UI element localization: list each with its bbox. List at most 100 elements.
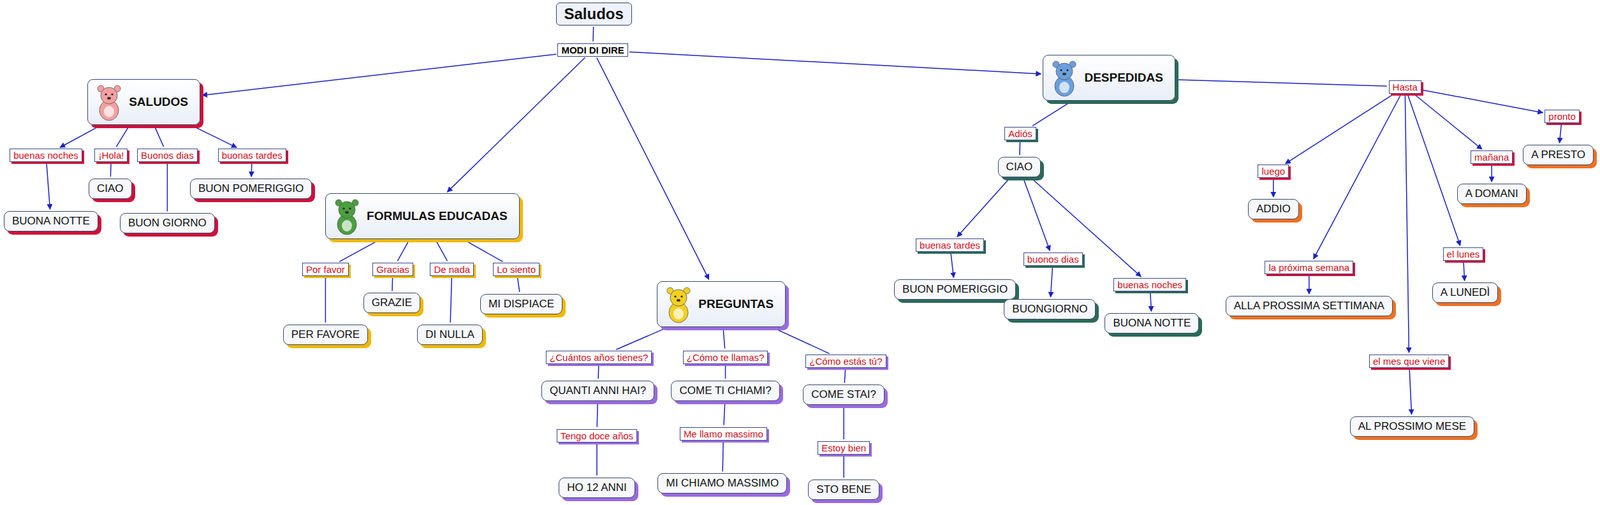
node-label: FORMULAS EDUCADAS	[366, 193, 508, 239]
connector	[629, 51, 1042, 74]
node-label: pronto	[1548, 110, 1576, 122]
linking-phrase: ¡Hola!	[94, 148, 128, 162]
linking-phrase: el lunes	[1443, 247, 1484, 261]
node-label: Buonos dias	[140, 149, 194, 161]
connector	[1285, 94, 1395, 164]
concept-box: SALUDOS	[87, 79, 201, 125]
node-label: buenas tardes	[919, 239, 981, 251]
node-label: HO 12 ANNI	[566, 481, 627, 495]
node-label: A DOMANI	[1465, 187, 1519, 201]
node-label: BUON POMERIGGIO	[198, 182, 304, 196]
concept-box: A PRESTO	[1522, 144, 1594, 166]
concept-box: DESPEDIDAS	[1042, 54, 1176, 101]
linking-phrase: ¿Cómo te llamas?	[682, 350, 769, 365]
connector	[1404, 95, 1409, 353]
concept-box: CIAO	[998, 156, 1042, 178]
concept-box: COME STAI?	[802, 384, 885, 405]
node-label: COME TI CHIAMI?	[679, 384, 771, 398]
concept-box: MI DISPIACE	[480, 293, 563, 315]
bear-icon	[91, 83, 127, 122]
linking-phrase: Buonos dias	[137, 148, 198, 162]
node-label: ALLA PROSSIMA SETTIMANA	[1233, 299, 1385, 313]
connector	[843, 406, 845, 440]
connector	[1050, 267, 1053, 298]
concept-box: BUONGIORNO	[1003, 299, 1096, 320]
concept-box: CIAO	[88, 178, 133, 199]
concept-box: Saludos	[556, 2, 632, 26]
connector	[597, 364, 599, 379]
connector	[435, 240, 448, 261]
connector	[596, 402, 599, 428]
connector	[616, 327, 668, 351]
node-label: ¿Cuántos años tienes?	[549, 352, 648, 363]
node-label: De nada	[433, 264, 470, 275]
linking-phrase: Tengo doce años	[556, 429, 638, 443]
node-label: Por favor	[306, 264, 345, 275]
connector	[391, 277, 393, 291]
node-label: ¿Cómo estás tú?	[809, 355, 882, 367]
node-label: la próxima semana	[1268, 262, 1350, 273]
node-label: BUON GIORNO	[128, 216, 207, 230]
node-label: ¡Hola!	[98, 149, 124, 161]
connector	[1032, 101, 1072, 127]
node-label: buenas noches	[13, 149, 79, 161]
connector	[1023, 178, 1050, 251]
concept-box: STO BENE	[807, 479, 880, 500]
node-label: BUON POMERIGGIO	[902, 283, 1008, 296]
linking-phrase: buenas noches	[1113, 278, 1187, 292]
linking-phrase: pronto	[1544, 109, 1580, 124]
concept-box: ADDIO	[1247, 198, 1300, 220]
connector	[250, 163, 252, 177]
concept-box: PREGUNTAS	[656, 281, 786, 328]
node-label: buenas noches	[1117, 279, 1183, 291]
linking-phrase: la próxima semana	[1264, 260, 1354, 275]
connector	[1019, 141, 1021, 155]
connector	[1409, 369, 1412, 415]
node-label: Estoy bien	[821, 442, 867, 454]
node-label: DESPEDIDAS	[1084, 55, 1164, 101]
connector	[397, 240, 409, 261]
linking-phrase: Hasta	[1388, 80, 1422, 94]
connector	[325, 277, 327, 323]
concept-box: AL PROSSIMO MESE	[1350, 416, 1475, 437]
connector	[167, 163, 169, 212]
node-label: PER FAVORE	[291, 328, 360, 342]
linking-phrase: De nada	[429, 262, 474, 277]
concept-box: DI NULLA	[417, 324, 483, 345]
concept-box: A DOMANI	[1457, 183, 1527, 205]
node-label: Hasta	[1392, 81, 1418, 93]
node-label: MODI DI DIRE	[561, 44, 624, 56]
node-label: CIAO	[96, 182, 124, 196]
node-label: BUONGIORNO	[1012, 302, 1088, 316]
connector	[1463, 262, 1465, 281]
node-label: BUONA NOTTE	[1112, 316, 1191, 330]
node-label: AL PROSSIMO MESE	[1358, 420, 1467, 434]
connector	[517, 277, 520, 293]
linking-phrase: ¿Cómo estás tú?	[805, 354, 886, 368]
connector	[450, 277, 452, 323]
bear-icon	[329, 197, 365, 236]
node-label: A LUNEDÌ	[1440, 286, 1490, 300]
connector	[723, 402, 726, 426]
connector	[723, 328, 725, 349]
node-label: Gracias	[376, 264, 410, 275]
concept-box: PER FAVORE	[283, 324, 368, 345]
concept-box: MI CHIAMO MASSIMO	[657, 473, 787, 494]
concept-box: QUANTI ANNI HAI?	[541, 380, 655, 402]
concept-box: BUONA NOTTE	[3, 211, 99, 232]
connector	[1272, 179, 1275, 198]
connector	[154, 126, 164, 147]
node-label: el mes que viene	[1372, 355, 1446, 367]
linking-phrase: Adiós	[1004, 126, 1037, 141]
connector	[725, 365, 727, 379]
concept-box: HO 12 ANNI	[558, 477, 636, 499]
node-label: mañana	[1474, 151, 1509, 163]
linking-phrase: Gracias	[372, 262, 414, 277]
connector	[1490, 165, 1493, 182]
node-label: QUANTI ANNI HAI?	[549, 384, 646, 398]
node-label: STO BENE	[816, 483, 872, 497]
connector	[596, 443, 598, 476]
connector	[1407, 94, 1460, 246]
connector	[1559, 124, 1562, 143]
